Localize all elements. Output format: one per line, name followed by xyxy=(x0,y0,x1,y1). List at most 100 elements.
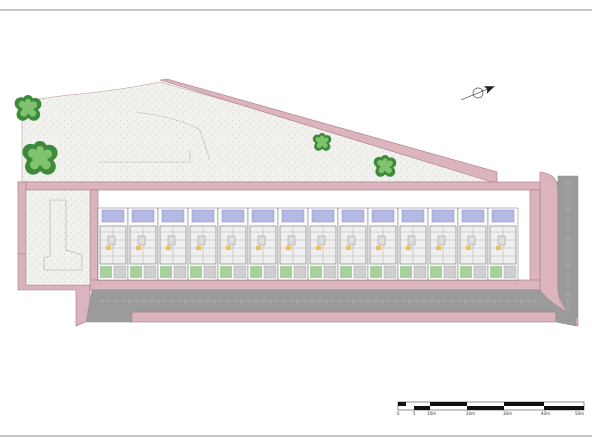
pool xyxy=(311,209,335,223)
front-lawn xyxy=(130,266,142,278)
pool xyxy=(491,209,515,223)
road-east-block xyxy=(529,189,541,285)
driveway xyxy=(323,265,337,279)
scale-label: 50m xyxy=(575,411,584,416)
townhouse-unit xyxy=(337,207,369,281)
pool xyxy=(371,209,395,223)
sidewalk-bottom xyxy=(129,311,557,323)
townhouse-unit xyxy=(457,207,489,281)
front-lawn xyxy=(460,266,472,278)
driveway xyxy=(263,265,277,279)
sidewalk-south xyxy=(89,279,541,291)
front-lawn xyxy=(340,266,352,278)
tree-highlight xyxy=(323,137,329,143)
driveway xyxy=(503,265,517,279)
accent-mark xyxy=(256,246,261,250)
accent-mark xyxy=(166,246,171,250)
staircase xyxy=(107,235,116,246)
tree-highlight xyxy=(319,135,325,140)
garden-path xyxy=(100,150,191,163)
north-arrow-head xyxy=(483,86,495,94)
tree-highlight xyxy=(42,149,53,159)
front-lawn xyxy=(370,266,382,278)
townhouse-row xyxy=(97,207,519,281)
pool xyxy=(221,209,245,223)
staircase xyxy=(497,235,506,246)
garden-path xyxy=(135,111,211,161)
staircase xyxy=(257,235,266,246)
tree-highlight xyxy=(382,158,388,164)
staircase xyxy=(197,235,206,246)
perimeter-road xyxy=(159,78,498,183)
driveway xyxy=(203,265,217,279)
road-north-strip xyxy=(17,181,559,191)
front-lawn xyxy=(490,266,502,278)
driveway xyxy=(383,265,397,279)
tree-icon xyxy=(22,141,58,175)
west-garden-path xyxy=(43,199,83,271)
west-garden-block xyxy=(25,189,91,286)
scale-bar: 0 5 10m 20m 30m 40m 50m xyxy=(397,401,585,416)
front-lawn xyxy=(190,266,202,278)
staircase xyxy=(347,235,356,246)
driveway xyxy=(443,265,457,279)
tree-highlight xyxy=(36,146,44,154)
staircase xyxy=(467,235,476,246)
tree-highlight xyxy=(377,159,384,166)
tree-icon xyxy=(373,155,397,177)
pool xyxy=(101,209,125,223)
front-lawn xyxy=(400,266,412,278)
townhouse-unit xyxy=(217,207,249,281)
driveway xyxy=(113,265,127,279)
tree-highlight xyxy=(378,167,385,174)
front-lawn xyxy=(280,266,292,278)
townhouse-unit xyxy=(307,207,339,281)
road-between-block xyxy=(89,189,99,285)
accent-mark xyxy=(106,246,111,250)
staircase xyxy=(167,235,176,246)
townhouse-unit xyxy=(397,207,429,281)
staircase xyxy=(437,235,446,246)
scale-label: 20m xyxy=(466,411,475,416)
front-lawn xyxy=(250,266,262,278)
scale-bar-segment xyxy=(398,402,406,406)
tree-highlight xyxy=(315,137,321,142)
pool xyxy=(401,209,425,223)
tree-highlight xyxy=(29,109,37,117)
tree-highlight xyxy=(30,101,38,109)
scale-label: 0 xyxy=(397,411,400,416)
accent-mark xyxy=(436,246,441,250)
scale-label: 40m xyxy=(541,411,550,416)
tree-highlight xyxy=(20,109,28,117)
front-lawn xyxy=(220,266,232,278)
driveway xyxy=(413,265,427,279)
accent-mark xyxy=(226,246,231,250)
townhouse-unit xyxy=(247,207,279,281)
pool xyxy=(461,209,485,223)
tree-icon xyxy=(14,95,42,121)
driveway xyxy=(233,265,247,279)
accent-mark xyxy=(196,246,201,250)
pool xyxy=(431,209,455,223)
scale-label: 10m xyxy=(427,411,436,416)
tree-highlight xyxy=(18,100,26,108)
townhouse-unit xyxy=(367,207,399,281)
staircase xyxy=(407,235,416,246)
staircase xyxy=(227,235,236,246)
tree-highlight xyxy=(27,148,38,158)
road-west-strip xyxy=(17,181,27,255)
front-lawn xyxy=(100,266,112,278)
tree-icon xyxy=(312,133,332,151)
townhouse-unit xyxy=(487,207,519,281)
staircase xyxy=(317,235,326,246)
scale-label: 30m xyxy=(503,411,512,416)
scale-bar-segment xyxy=(414,406,430,410)
scale-label: 5 xyxy=(413,411,416,416)
tree-highlight xyxy=(316,143,322,149)
townhouse-unit xyxy=(277,207,309,281)
accent-mark xyxy=(466,246,471,250)
driveway xyxy=(293,265,307,279)
accent-mark xyxy=(376,246,381,250)
tree-highlight xyxy=(322,143,328,149)
scale-bar-segment xyxy=(467,406,504,410)
